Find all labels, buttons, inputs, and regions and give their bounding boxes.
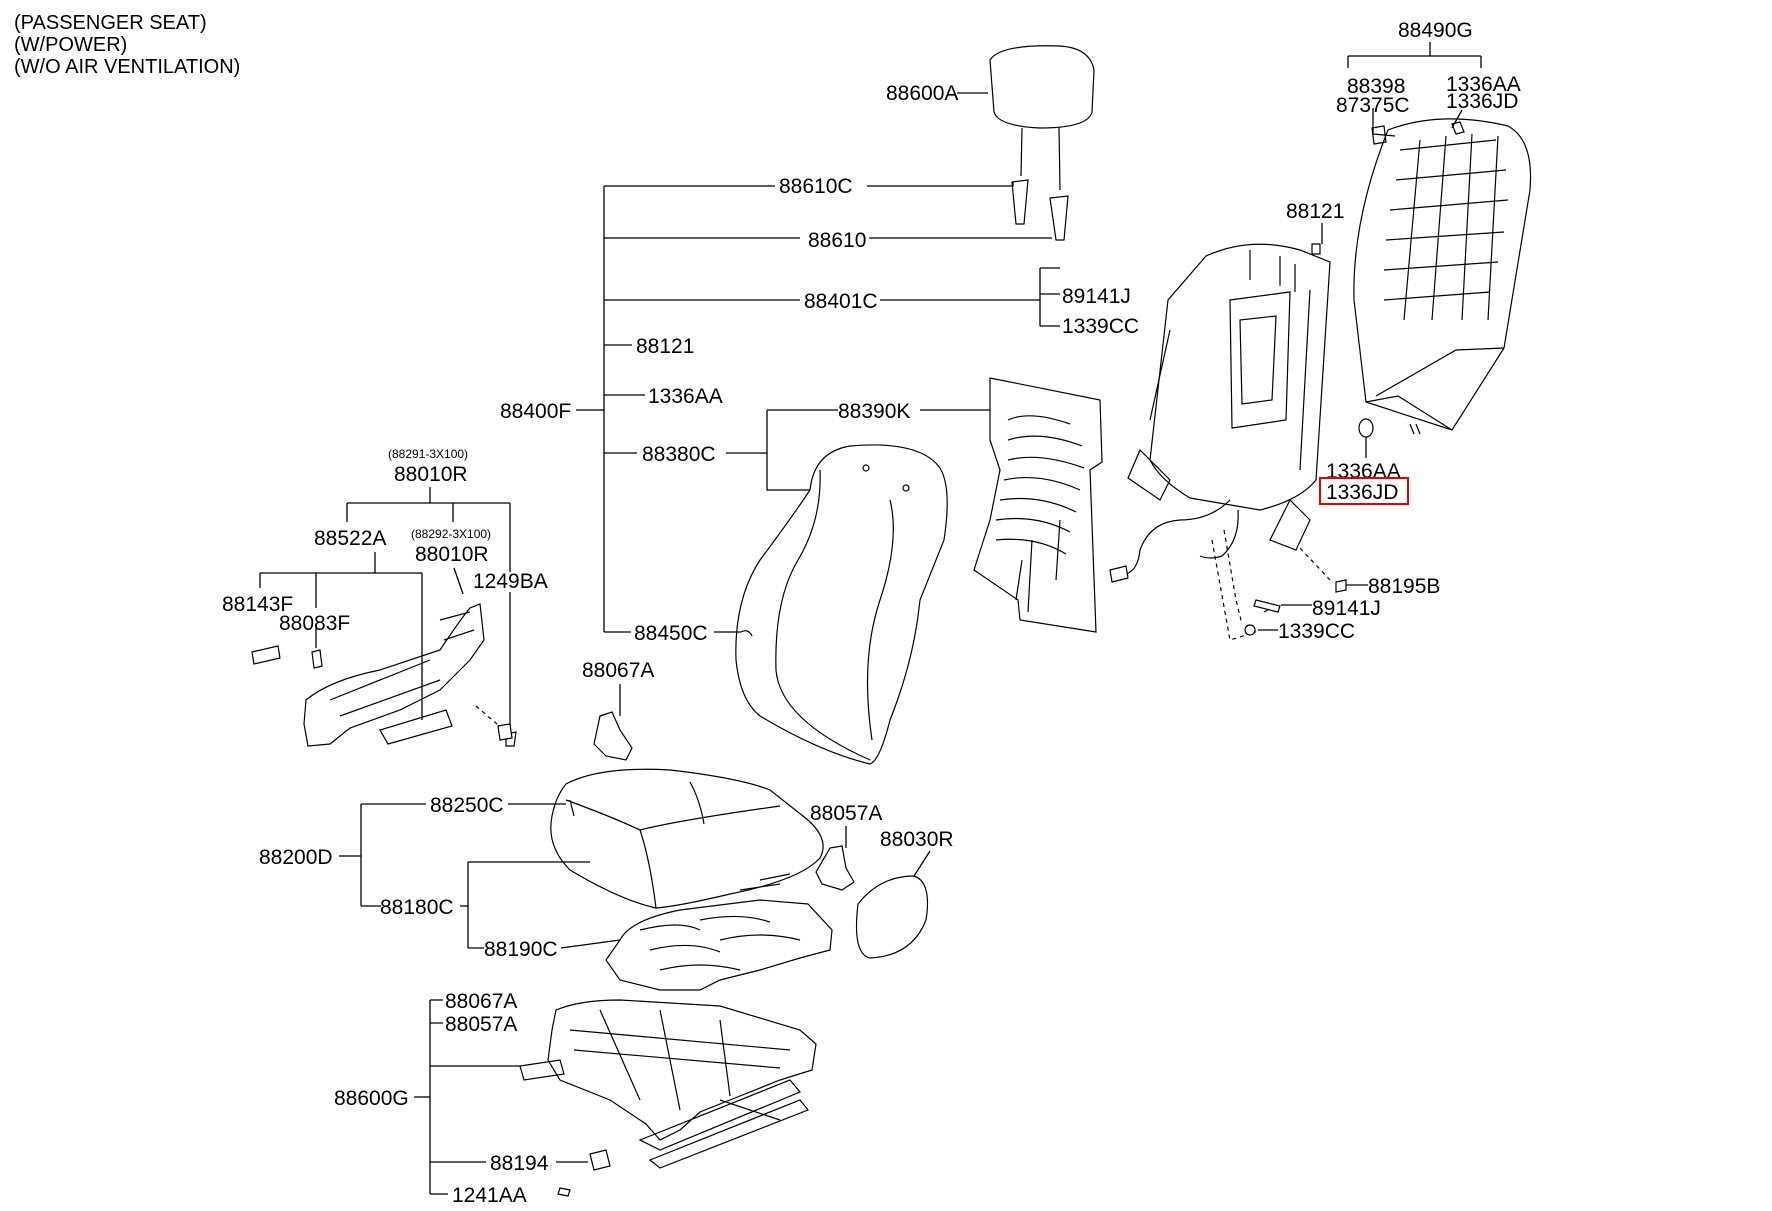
label-88180C: 88180C [380,896,454,919]
label-88067A-low: 88067A [445,990,517,1013]
label-88600G: 88600G [334,1087,409,1110]
label-88143F: 88143F [222,593,293,616]
label-1336JD-top: 1336JD [1446,90,1518,113]
seat-back-frame-part [1109,243,1331,641]
label-1241AA: 1241AA [452,1184,527,1207]
label-88390K: 88390K [838,400,910,423]
part-labels: 88490G 88398 87375C 1336AA 1336JD 88600A… [222,19,1521,1207]
header-without-air-ventilation: (W/O AIR VENTILATION) [14,56,240,78]
label-88190C: 88190C [484,938,558,961]
label-87375C: 87375C [1336,94,1410,117]
label-88610C: 88610C [779,175,853,198]
label-88398: 88398 [1347,75,1405,98]
label-88522A: 88522A [314,527,386,550]
label-88057A-low: 88057A [445,1013,517,1036]
label-88010R-2: 88010R [415,543,489,566]
label-88250C: 88250C [430,794,504,817]
label-89141J-low: 89141J [1312,597,1381,620]
label-1249BA: 1249BA [473,570,548,593]
diagram-header: (PASSENGER SEAT) (W/POWER) (W/O AIR VENT… [14,12,240,78]
seat-back-trim-part [735,444,948,765]
label-89141J-top: 89141J [1062,285,1131,308]
fasteners-part [497,579,1347,1197]
headrest-part [989,45,1095,241]
highlight-box [1319,477,1409,505]
label-88380C: 88380C [642,443,716,466]
header-with-power: (W/POWER) [14,34,127,56]
seat-frame-track-part [519,999,817,1169]
cushion-pad-part [605,873,833,991]
label-88057A-top: 88057A [810,802,882,825]
label-88030R: 88030R [880,828,954,851]
label-88010R-1: 88010R [394,463,468,486]
label-88083F: 88083F [279,612,350,635]
header-passenger-seat: (PASSENGER SEAT) [14,12,207,34]
label-1336AA-mid: 1336AA [648,385,723,408]
label-88400F: 88400F [500,400,571,423]
label-88200D: 88200D [259,846,333,869]
label-88610: 88610 [808,229,866,252]
mounting-brackets-part [593,711,929,959]
label-88194: 88194 [490,1152,549,1175]
label-88401C: 88401C [804,290,878,313]
label-88600A: 88600A [886,82,958,105]
side-cover-part [251,603,517,747]
part-illustrations [251,45,1532,1197]
cushion-cover-part [550,768,824,909]
label-88490G: 88490G [1398,19,1473,42]
leader-lines [259,42,1482,1195]
seat-back-cover-part [1353,118,1532,438]
label-1339CC-low: 1339CC [1278,620,1355,643]
label-1336JD-highlight: 1336JD [1326,481,1398,504]
label-1336AA-top: 1336AA [1446,73,1521,96]
seat-back-pad-part [973,377,1103,633]
label-88195B: 88195B [1368,575,1440,598]
label-1339CC-top: 1339CC [1062,315,1139,338]
label-88010R-note1: (88291-3X100) [388,447,468,461]
label-88121-mid: 88121 [636,335,694,358]
label-88121-top: 88121 [1286,200,1344,223]
label-1336AA-right: 1336AA [1326,460,1401,483]
label-88450C: 88450C [634,622,708,645]
label-88067A-top: 88067A [582,659,654,682]
label-88010R-note2: (88292-3X100) [411,527,491,541]
